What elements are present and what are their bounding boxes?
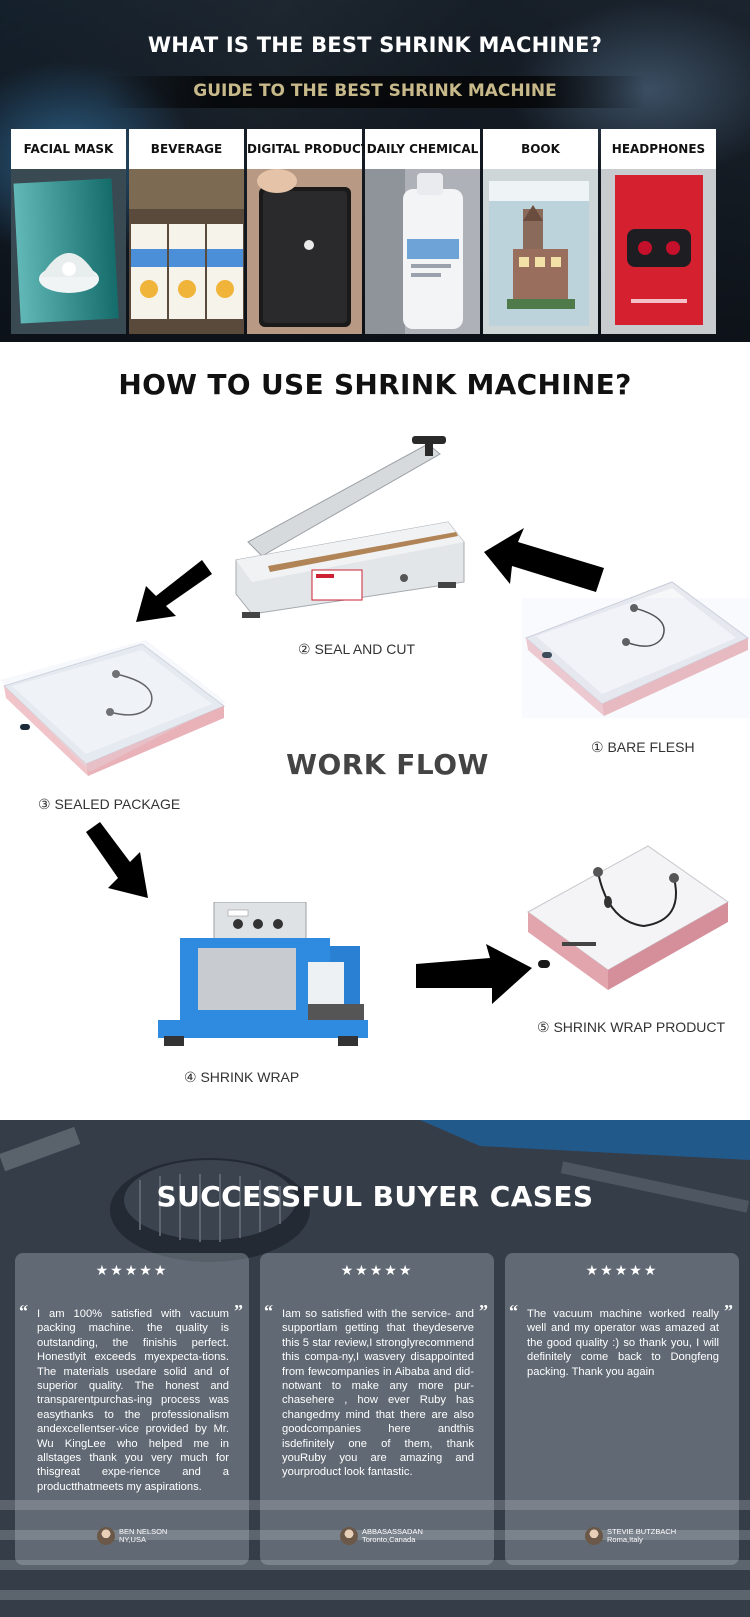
close-quote-icon: ”: [234, 1301, 243, 1321]
close-quote-icon: ”: [724, 1301, 733, 1321]
hero-subtitle: GUIDE TO THE BEST SHRINK MACHINE: [193, 81, 557, 101]
category-card-book[interactable]: BOOK: [483, 129, 598, 334]
review-card: ★★★★★ “ ” Iam so satisfied with the serv…: [260, 1253, 494, 1565]
avatar: [97, 1527, 115, 1545]
reviewer-name: STEVIE BUTZBACH Roma,Italy: [607, 1528, 676, 1544]
headphones-image: [601, 169, 716, 334]
category-card-beverage[interactable]: BEVERAGE: [129, 129, 244, 334]
category-label: BOOK: [521, 142, 560, 156]
reviewer-location: Roma,Italy: [607, 1535, 643, 1544]
category-label: DIGITAL PRODUCT: [247, 142, 370, 156]
reviewer: STEVIE BUTZBACH Roma,Italy: [505, 1527, 739, 1547]
rating-stars: ★★★★★: [95, 1263, 169, 1279]
rating-stars: ★★★★★: [585, 1263, 659, 1279]
step-2-label: ② SEAL AND CUT: [298, 641, 416, 657]
factory-background: [0, 1120, 750, 1617]
review-card: ★★★★★ “ ” The vacuum machine worked real…: [505, 1253, 739, 1565]
reviewer-name: BEN NELSON NY,USA: [119, 1528, 167, 1544]
digital-product-image: [247, 169, 362, 334]
reviewer-name-text: BEN NELSON: [119, 1527, 168, 1536]
avatar: [340, 1527, 358, 1545]
beverage-image: [129, 169, 244, 334]
open-quote-icon: “: [19, 1301, 28, 1321]
daily-chemical-image: [365, 169, 480, 334]
category-card-daily-chemical[interactable]: DAILY CHEMICAL: [365, 129, 480, 334]
arrow-icon: [484, 528, 604, 592]
step-1-label: ① BARE FLESH: [591, 739, 695, 755]
open-quote-icon: “: [509, 1301, 518, 1321]
step-5-label: ⑤ SHRINK WRAP PRODUCT: [537, 1019, 726, 1035]
arrow-icon: [136, 560, 212, 622]
close-quote-icon: ”: [479, 1301, 488, 1321]
step-4-label: ④ SHRINK WRAP: [184, 1069, 300, 1085]
arrow-icon: [416, 944, 532, 1004]
workflow-center-label: WORK FLOW: [286, 748, 489, 781]
facial-mask-image: [11, 169, 126, 334]
seal-and-cut-machine-image: [235, 436, 465, 618]
reviewer-location: Toronto,Canada: [362, 1535, 416, 1544]
reviewer-name: ABBASASSADAN Toronto,Canada: [362, 1528, 423, 1544]
review-text: Iam so satisfied with the service- and s…: [282, 1308, 474, 1479]
book-image: [483, 169, 598, 334]
category-label: HEADPHONES: [611, 142, 706, 156]
reviewer-location: NY,USA: [119, 1535, 146, 1544]
reviewer: ABBASASSADAN Toronto,Canada: [260, 1527, 494, 1547]
category-label: FACIAL MASK: [23, 142, 114, 156]
review-card: ★★★★★ “ ” I am 100% satisfied with vacuu…: [15, 1253, 249, 1565]
hero-title: WHAT IS THE BEST SHRINK MACHINE?: [147, 33, 603, 57]
arrow-icon: [86, 822, 148, 898]
reviewer: BEN NELSON NY,USA: [15, 1527, 249, 1547]
review-text: The vacuum machine worked really well an…: [527, 1308, 719, 1378]
category-card-headphones[interactable]: HEADPHONES: [601, 129, 716, 334]
reviewer-name-text: ABBASASSADAN: [362, 1527, 423, 1536]
subtitle-band: [105, 76, 645, 108]
sealed-package-image: [0, 640, 226, 776]
category-card-facial-mask[interactable]: FACIAL MASK: [11, 129, 126, 334]
avatar: [585, 1527, 603, 1545]
shrink-wrap-machine-image: [158, 902, 368, 1046]
bare-flesh-image: [522, 581, 750, 718]
review-text: I am 100% satisfied with vacuum packing …: [37, 1308, 229, 1493]
rating-stars: ★★★★★: [340, 1263, 414, 1279]
category-label: BEVERAGE: [150, 142, 223, 156]
category-label: DAILY CHEMICAL: [366, 142, 479, 156]
workflow-title: HOW TO USE SHRINK MACHINE?: [118, 368, 632, 401]
open-quote-icon: “: [264, 1301, 273, 1321]
shrink-wrap-product-image: [527, 845, 729, 990]
step-3-label: ③ SEALED PACKAGE: [38, 796, 181, 812]
buyer-cases-title: SUCCESSFUL BUYER CASES: [156, 1180, 594, 1213]
category-card-digital-product[interactable]: DIGITAL PRODUCT: [247, 129, 370, 334]
category-list: FACIAL MASK BEVERAGE: [11, 129, 739, 334]
buyer-cases-section: [0, 1120, 750, 1617]
reviewer-name-text: STEVIE BUTZBACH: [607, 1527, 677, 1536]
